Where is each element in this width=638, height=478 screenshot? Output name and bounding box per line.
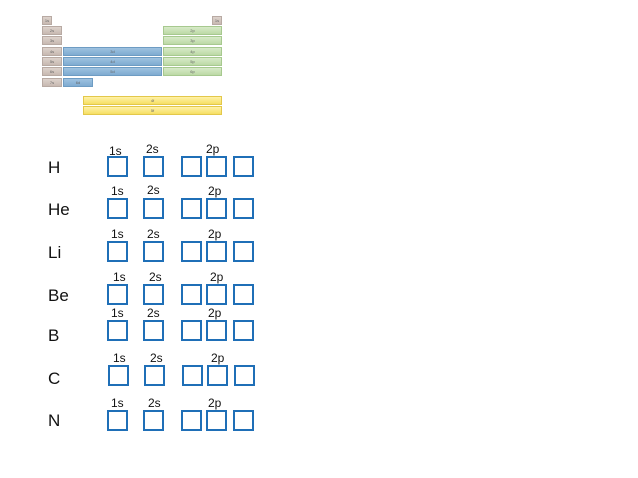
f-block-row-4f: 4f	[83, 96, 222, 105]
s-block-cell-7: 7s	[42, 78, 62, 87]
orbital-box-1s[interactable]	[107, 410, 128, 431]
helium-s-cell: 1s	[212, 16, 222, 25]
orbital-box-2p-y[interactable]	[206, 241, 227, 262]
orbital-box-2p-z[interactable]	[234, 365, 255, 386]
orbital-box-2s[interactable]	[143, 241, 164, 262]
s-block-cell-2: 2s	[42, 26, 62, 35]
orbital-box-1s[interactable]	[107, 198, 128, 219]
orbital-row-b: B 1s 2s 2p	[0, 306, 300, 352]
orbital-label-1s: 1s	[113, 270, 126, 284]
orbital-label-2p: 2p	[211, 351, 225, 365]
orbital-label-2s: 2s	[147, 227, 160, 241]
orbital-label-1s: 1s	[111, 227, 124, 241]
orbital-box-2s[interactable]	[144, 365, 165, 386]
periodic-table-blocks: 1s 2s 3s 4s 5s 6s 7s 1s 3d 4d 5d 6d 2p 3…	[0, 0, 638, 130]
s-block-cell-5: 5s	[42, 57, 62, 66]
orbital-box-2p-z[interactable]	[233, 320, 254, 341]
orbital-box-1s[interactable]	[107, 284, 128, 305]
orbital-row-h: H 1s 2s 2p	[0, 142, 300, 188]
orbital-box-2p-y[interactable]	[206, 320, 227, 341]
orbital-label-2p: 2p	[208, 227, 222, 241]
orbital-label-1s: 1s	[111, 306, 124, 320]
d-block-row-3d: 3d	[63, 47, 162, 56]
orbital-box-2s[interactable]	[143, 284, 164, 305]
p-block-row-2p: 2p	[163, 26, 222, 35]
orbital-label-1s: 1s	[109, 144, 122, 158]
orbital-box-1s[interactable]	[107, 320, 128, 341]
p-block-row-3p: 3p	[163, 36, 222, 45]
orbital-box-2p-x[interactable]	[181, 320, 202, 341]
f-block-row-5f: 5f	[83, 106, 222, 115]
orbital-box-2p-x[interactable]	[182, 365, 203, 386]
orbital-box-2p-z[interactable]	[233, 241, 254, 262]
s-block-cell-4: 4s	[42, 47, 62, 56]
d-block-row-6d: 6d	[63, 78, 93, 87]
element-symbol: B	[48, 326, 60, 345]
orbital-box-2p-x[interactable]	[181, 241, 202, 262]
orbital-label-1s: 1s	[111, 184, 124, 198]
orbital-box-2p-z[interactable]	[233, 198, 254, 219]
orbital-label-2s: 2s	[147, 306, 160, 320]
orbital-box-2p-z[interactable]	[233, 284, 254, 305]
d-block-row-4d: 4d	[63, 57, 162, 66]
d-block-row-5d: 5d	[63, 67, 162, 76]
element-symbol: Be	[48, 286, 69, 305]
p-block-row-6p: 6p	[163, 67, 222, 76]
orbital-label-1s: 1s	[113, 351, 126, 365]
orbital-box-2p-x[interactable]	[181, 410, 202, 431]
orbital-box-2s[interactable]	[143, 156, 164, 177]
orbital-row-he: He 1s 2s 2p	[0, 183, 300, 230]
orbital-label-2p: 2p	[210, 270, 224, 284]
element-symbol: C	[48, 369, 61, 388]
element-symbol: He	[48, 200, 70, 219]
p-block-row-4p: 4p	[163, 47, 222, 56]
orbital-box-1s[interactable]	[107, 241, 128, 262]
orbital-box-2s[interactable]	[143, 198, 164, 219]
orbital-box-1s[interactable]	[107, 156, 128, 177]
orbital-label-2p: 2p	[208, 396, 222, 410]
orbital-label-2s: 2s	[146, 142, 159, 156]
orbital-row-li: Li 1s 2s 2p	[0, 227, 300, 273]
orbital-box-2p-y[interactable]	[206, 156, 227, 177]
element-symbol: N	[48, 411, 61, 430]
orbital-row-be: Be 1s 2s 2p	[0, 270, 300, 316]
p-block-row-5p: 5p	[163, 57, 222, 66]
orbital-box-2p-y[interactable]	[207, 365, 228, 386]
orbital-label-2s: 2s	[148, 396, 161, 410]
orbital-box-2p-y[interactable]	[206, 198, 227, 219]
orbital-row-n: N 1s 2s 2p	[0, 396, 300, 442]
orbital-box-2p-x[interactable]	[181, 198, 202, 219]
element-symbol: Li	[48, 243, 62, 262]
orbital-box-2p-y[interactable]	[206, 284, 227, 305]
orbital-label-2p: 2p	[208, 306, 222, 320]
orbital-box-2s[interactable]	[143, 320, 164, 341]
orbital-label-1s: 1s	[111, 396, 124, 410]
orbital-box-2p-z[interactable]	[233, 410, 254, 431]
orbital-box-1s[interactable]	[108, 365, 129, 386]
orbital-box-2p-z[interactable]	[233, 156, 254, 177]
orbital-label-2s: 2s	[147, 183, 160, 197]
orbital-label-2s: 2s	[149, 270, 162, 284]
orbital-box-2p-y[interactable]	[206, 410, 227, 431]
orbital-label-2p: 2p	[206, 142, 220, 156]
s-block-cell-6: 6s	[42, 67, 62, 76]
orbital-box-2s[interactable]	[143, 410, 164, 431]
orbital-row-c: C 1s 2s 2p	[0, 351, 300, 397]
s-block-cell-1: 1s	[42, 16, 52, 25]
orbital-box-2p-x[interactable]	[181, 284, 202, 305]
s-block-cell-3: 3s	[42, 36, 62, 45]
orbital-label-2s: 2s	[150, 351, 163, 365]
orbital-label-2p: 2p	[208, 184, 222, 198]
element-symbol: H	[48, 158, 61, 177]
orbital-box-2p-x[interactable]	[181, 156, 202, 177]
